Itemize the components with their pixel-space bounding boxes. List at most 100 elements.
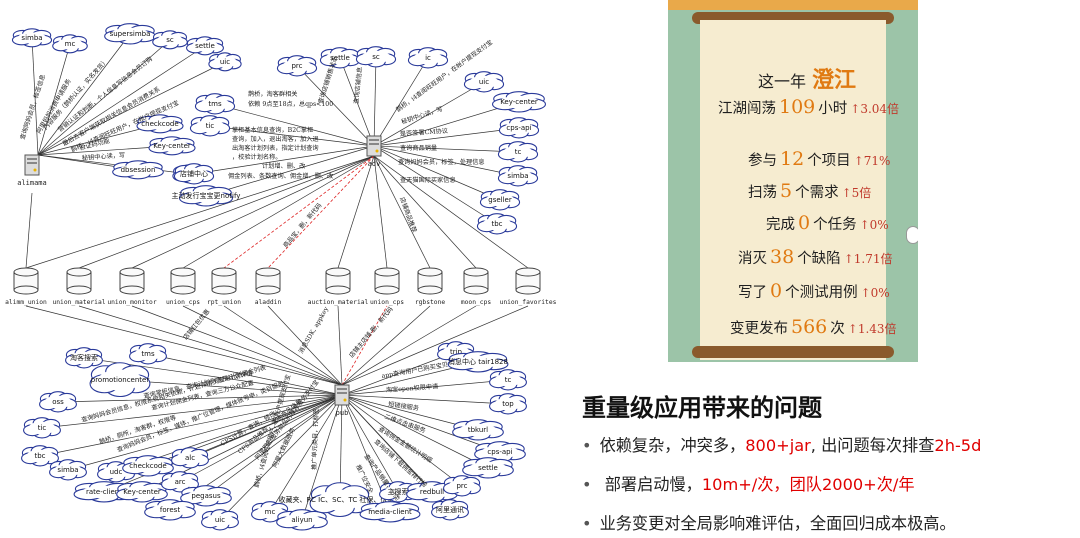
problem-text: 业务变更对全局影响难评估，全面回归成本极高。: [599, 514, 956, 533]
service-cloud: tbkurl: [452, 419, 504, 441]
problem-text: 部署启动慢，: [599, 475, 702, 494]
cloud-label: 主动发行宝宝更notify: [172, 191, 241, 200]
stat-suffix: 次: [830, 321, 845, 337]
database-icon-bottom: [417, 285, 443, 295]
dependency-edge: [373, 155, 477, 269]
edge-label: 是否签署CM协议: [400, 127, 449, 138]
cloud-fill: [166, 475, 194, 489]
cloud-label: pegasus: [191, 492, 221, 500]
cloud-label: trip: [450, 348, 463, 356]
service-cloud: uic: [463, 71, 505, 93]
dependency-edge: [267, 305, 343, 386]
dependency-edge: [78, 305, 343, 386]
service-cloud: tms: [129, 343, 167, 365]
cloud-label: udc: [110, 468, 123, 476]
service-cloud: settle: [186, 36, 224, 56]
edge-label: 店铺主店铺-删，新代码: [347, 305, 394, 359]
dependency-edge: [341, 394, 463, 487]
edge-label: 淘宝open权限申请: [386, 382, 439, 394]
dependency-edge: [179, 394, 343, 483]
dependency-edge: [25, 305, 343, 386]
service-cloud: 消息中心 tair1828: [447, 351, 509, 373]
dependency-edge: [119, 379, 343, 396]
scroll-paper: [700, 20, 886, 360]
cloud-label: Key-center: [500, 98, 538, 106]
cloud-fill: [134, 347, 162, 361]
cloud-fill: [111, 27, 149, 41]
dependency-edge: [131, 155, 375, 269]
database-icon-bottom: [211, 285, 237, 295]
cloud-fill: [256, 505, 284, 519]
stat-delta: ↑5倍: [841, 186, 872, 200]
cloud-fill: [436, 503, 464, 517]
service-cloud: prc: [443, 475, 481, 497]
edge-label: 查询商品销量: [400, 144, 437, 152]
cloud-label: 主搜索: [388, 487, 409, 496]
dependency-edge: [189, 394, 343, 459]
cloud-label: sc: [166, 36, 174, 44]
dependency-edge: [67, 394, 343, 471]
problem-item: • 部署启动慢，10m+/次，团队2000+次/年: [582, 471, 915, 495]
dependency-edge: [37, 43, 71, 156]
server-icon-slot: [369, 139, 379, 141]
dependency-edge: [147, 353, 343, 396]
dependency-edge: [341, 305, 529, 386]
server-icon-slot: [27, 158, 37, 160]
service-cloud: sc: [152, 30, 188, 50]
stat-number: 566: [791, 316, 828, 338]
cloud-fill: [455, 355, 501, 369]
dependency-edge: [219, 394, 343, 521]
cloud-label: cps-api: [487, 448, 512, 456]
service-cloud: tc: [489, 369, 527, 391]
server-icon-slot: [337, 392, 347, 394]
dependency-edge: [25, 155, 375, 269]
cloud-label: 淘客搜索: [70, 353, 98, 362]
stat-suffix: 个任务: [813, 217, 857, 233]
cloud-fill: [413, 51, 443, 65]
edge-label: 查询妈妈会员，标签，处理信息: [398, 158, 485, 166]
cloud-label: checkcode: [141, 120, 178, 128]
service-cloud: prc: [276, 55, 318, 77]
cloud-label: 消息中心 tair1828: [448, 357, 508, 366]
problem-text: 依赖复杂，冲突多，: [599, 436, 746, 455]
bullet: •: [582, 475, 592, 494]
database-label: union_cps: [166, 299, 200, 306]
cloud-label: tbc: [34, 452, 45, 460]
stat-prefix: 江湖闯荡: [718, 101, 776, 117]
cloud-fill: [499, 95, 539, 109]
stat-delta: ↑71%: [853, 154, 891, 168]
scroll-title-text: 这一年: [758, 72, 807, 91]
dependency-edge: [41, 394, 343, 429]
stat-delta: ↑0%: [859, 218, 889, 232]
scroll-top-band: [668, 0, 918, 10]
dependency-edge: [131, 305, 343, 386]
cloud-label: supersimba: [110, 30, 151, 38]
dependency-edge: [341, 394, 501, 453]
cloud-label: Key-center: [153, 142, 191, 150]
cloud-fill: [200, 97, 230, 111]
service-cloud: 淘客搜索: [65, 347, 103, 369]
dependency-edge: [373, 145, 498, 225]
dependency-edge: [31, 37, 39, 156]
cloud-fill: [413, 485, 451, 499]
database-label: auction_material: [308, 299, 369, 306]
cloud-label: prc: [291, 62, 302, 70]
cloud-label: tbkurl: [468, 426, 488, 434]
cloud-fill: [54, 463, 82, 477]
stat-suffix: 小时: [818, 101, 848, 117]
edge-label: 依赖 9点至18点，总qps<100: [248, 100, 333, 108]
cloud-label: 收藏夹、RC IC、SC、TC 社保、优惠券: [279, 495, 402, 504]
dependency-edge: [373, 155, 388, 269]
database-label: rgbstone: [415, 299, 446, 306]
service-cloud: mc: [52, 34, 88, 54]
service-cloud: simba: [49, 459, 87, 481]
dependency-edge: [373, 81, 485, 147]
cloud-label: arc: [175, 478, 186, 486]
server-icon-slot: [337, 388, 347, 390]
service-cloud: promotioncenter: [89, 362, 151, 398]
cloud-fill: [143, 118, 177, 130]
